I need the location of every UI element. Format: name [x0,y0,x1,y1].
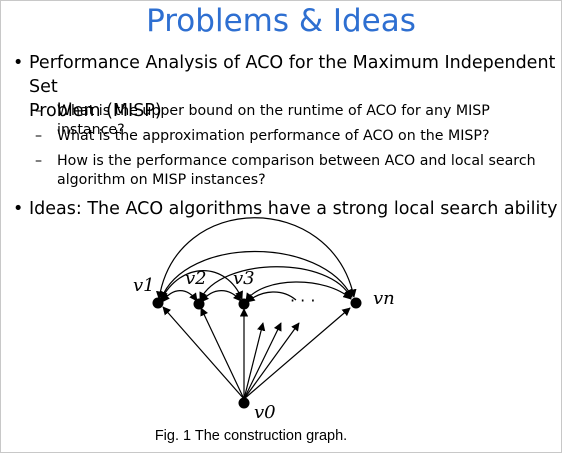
label-v1: v1 [133,275,155,296]
dash-icon: – [35,103,43,119]
node-v1 [152,297,164,309]
bullet-dot-icon: • [13,199,24,219]
bullet-dot-icon: • [13,53,24,73]
edge-v0-c [243,322,300,400]
edge-v1-v3 [160,270,243,301]
node-v3 [238,298,250,310]
edge-v0-a [243,322,266,400]
edge-v0-b [243,322,282,400]
dash-icon: – [35,153,43,169]
edge-v1-v2 [161,290,198,303]
label-v0: v0 [254,402,276,423]
edge-v0-v1 [162,306,245,400]
edge-v1-vn-outer [156,217,357,300]
sub-bullet-approximation: – What is the approximation performance … [35,127,557,146]
node-vn [350,297,362,309]
sub-bullet-text-line-2: algorithm on MISP instances? [57,172,266,188]
node-v0 [238,397,250,409]
edge-v3-dots [246,291,297,303]
edge-v2-vn [199,266,352,301]
edge-v0-vn [243,307,351,400]
sub-bullet-comparison: – How is the performance comparison betw… [35,152,557,190]
label-v2: v2 [185,268,207,289]
figure-caption: Fig. 1 The construction graph. [154,428,348,444]
label-vn: vn [373,288,395,309]
label-v3: v3 [233,268,255,289]
bullet-ideas-text: Ideas: The ACO algorithms have a strong … [29,199,558,219]
sub-bullet-text: What is the approximation performance of… [57,128,490,144]
edge-v0-v2 [200,307,245,400]
sub-bullet-runtime: – What is the upper bound on the runtime… [35,102,557,140]
edge-v3-vn [245,281,352,302]
slide-title: Problems & Ideas [146,3,416,39]
node-v2 [193,298,205,310]
edge-v2-v3 [200,290,242,303]
bullet-text-line-1: Performance Analysis of ACO for the Maxi… [29,53,556,97]
bullet-performance-analysis: • Performance Analysis of ACO for the Ma… [13,51,559,123]
edge-v1-vn-inner [159,251,353,300]
bullet-ideas: • Ideas: The ACO algorithms have a stron… [13,197,559,221]
sub-bullet-text-line-1: How is the performance comparison betwee… [57,153,536,169]
sub-bullet-text: What is the upper bound on the runtime o… [57,103,490,138]
bullet-text-line-2: Problem (MISP) [29,101,162,121]
dash-icon: – [35,128,43,144]
ellipsis-label: · · · [290,291,315,310]
